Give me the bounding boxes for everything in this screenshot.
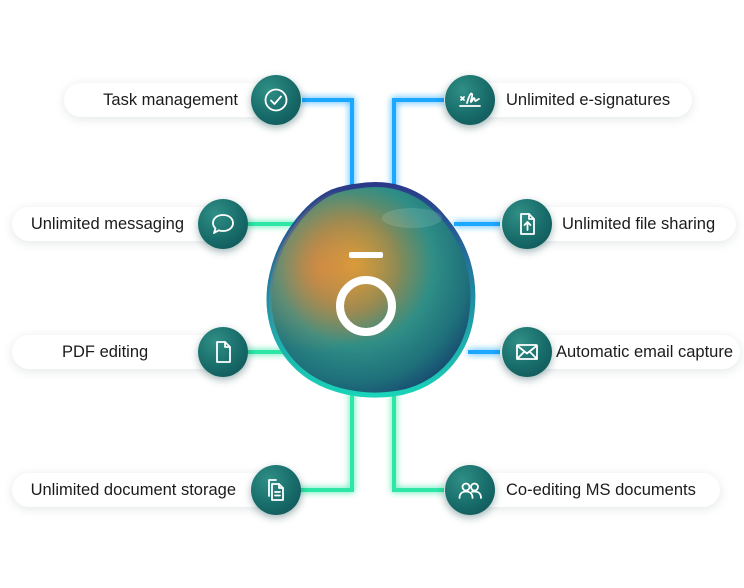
envelope-icon <box>502 327 552 377</box>
connector-e-signatures <box>392 98 446 194</box>
feature-label: Unlimited document storage <box>30 480 236 499</box>
connector-document-storage <box>298 382 354 492</box>
document-icon <box>198 327 248 377</box>
users-icon <box>445 465 495 515</box>
file-upload-icon <box>502 199 552 249</box>
logo-accent-bar <box>349 252 383 258</box>
documents-stack-icon <box>251 465 301 515</box>
central-blob <box>266 182 476 398</box>
feature-label: Co-editing MS documents <box>506 480 696 499</box>
feature-label: Unlimited file sharing <box>562 214 716 233</box>
feature-label: Automatic email capture <box>556 342 733 361</box>
signature-icon <box>445 75 495 125</box>
check-circle-icon <box>251 75 301 125</box>
feature-label: Task management <box>103 90 238 109</box>
connector-task-management <box>298 98 354 202</box>
logo-icon <box>336 276 396 336</box>
feature-label: Unlimited messaging <box>30 214 184 233</box>
connector-co-editing <box>392 382 446 492</box>
feature-label: Unlimited e-signatures <box>506 90 671 109</box>
chat-bubble-icon <box>198 199 248 249</box>
feature-label: PDF editing <box>62 342 149 361</box>
